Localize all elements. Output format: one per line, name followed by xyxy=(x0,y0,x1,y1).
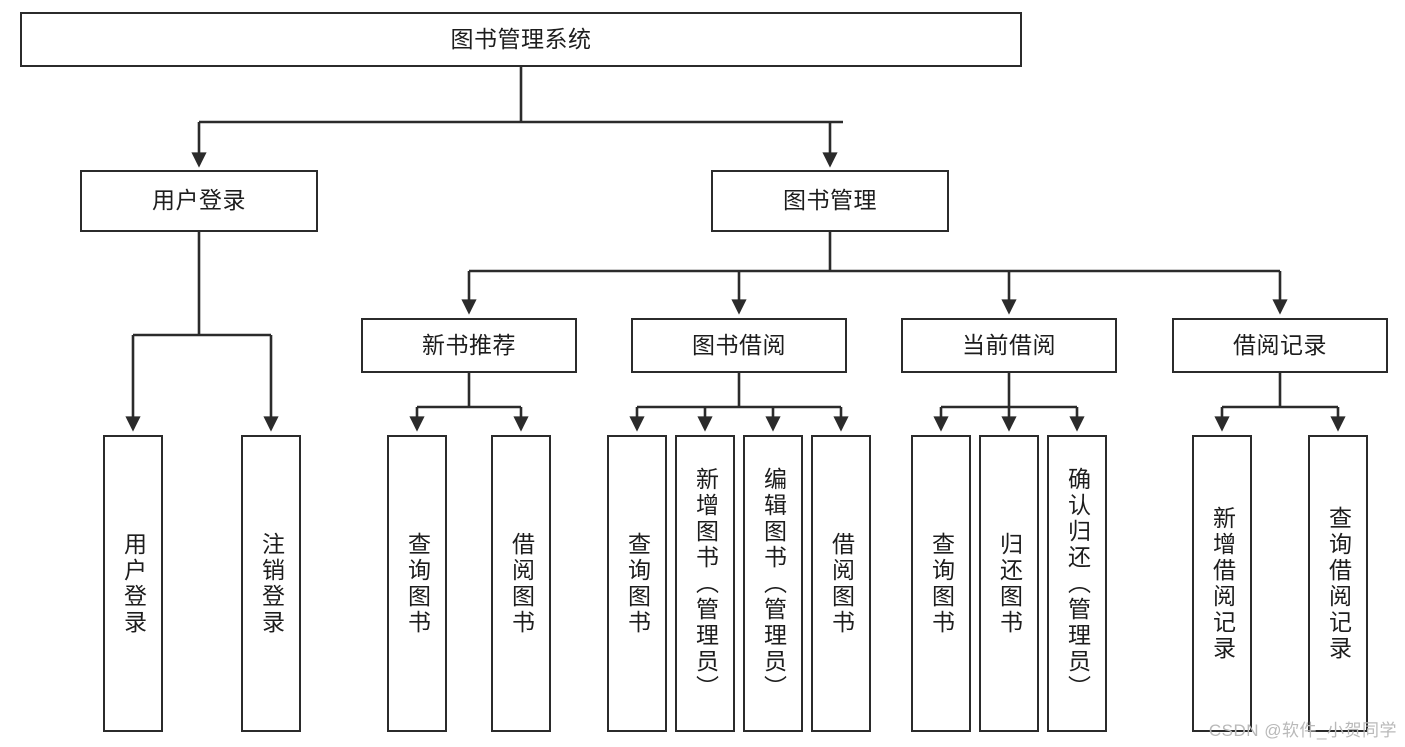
node-label: 当前借阅 xyxy=(962,331,1056,358)
node-label: 归还图书 xyxy=(996,531,1023,636)
node-label: 用户登录 xyxy=(120,531,147,636)
leaf-add-record[interactable]: 新增借阅记录 xyxy=(1192,435,1252,732)
node-book-management[interactable]: 图书管理 xyxy=(711,170,949,232)
leaf-query-book-2[interactable]: 查询图书 xyxy=(607,435,667,732)
node-label: 图书管理系统 xyxy=(450,25,592,52)
node-label: 新书推荐 xyxy=(422,331,516,358)
node-label: 新增图书（管理员） xyxy=(692,466,719,701)
node-label: 确认归还（管理员） xyxy=(1064,466,1091,701)
node-label: 查询图书 xyxy=(404,531,431,636)
node-current-borrow[interactable]: 当前借阅 xyxy=(901,318,1117,373)
node-label: 借阅图书 xyxy=(828,531,855,636)
node-label: 图书管理 xyxy=(783,187,877,214)
node-label: 查询借阅记录 xyxy=(1325,505,1352,662)
leaf-user-login[interactable]: 用户登录 xyxy=(103,435,163,732)
node-new-book-recommend[interactable]: 新书推荐 xyxy=(361,318,577,373)
leaf-query-book-3[interactable]: 查询图书 xyxy=(911,435,971,732)
node-label: 查询图书 xyxy=(928,531,955,636)
node-label: 查询图书 xyxy=(624,531,651,636)
leaf-query-record[interactable]: 查询借阅记录 xyxy=(1308,435,1368,732)
leaf-return-book[interactable]: 归还图书 xyxy=(979,435,1039,732)
leaf-confirm-return[interactable]: 确认归还（管理员） xyxy=(1047,435,1107,732)
node-label: 借阅图书 xyxy=(508,531,535,636)
node-label: 借阅记录 xyxy=(1233,331,1327,358)
leaf-add-book[interactable]: 新增图书（管理员） xyxy=(675,435,735,732)
node-book-management-system[interactable]: 图书管理系统 xyxy=(20,12,1022,67)
node-label: 编辑图书（管理员） xyxy=(760,466,787,701)
node-borrow-record[interactable]: 借阅记录 xyxy=(1172,318,1388,373)
leaf-borrow-book-2[interactable]: 借阅图书 xyxy=(811,435,871,732)
leaf-borrow-book-1[interactable]: 借阅图书 xyxy=(491,435,551,732)
node-label: 新增借阅记录 xyxy=(1209,505,1236,662)
node-label: 图书借阅 xyxy=(692,331,786,358)
csdn-watermark: CSDN @软件_小贺同学 xyxy=(1208,721,1397,740)
node-user-login[interactable]: 用户登录 xyxy=(80,170,318,232)
leaf-edit-book[interactable]: 编辑图书（管理员） xyxy=(743,435,803,732)
node-label: 注销登录 xyxy=(258,531,285,636)
node-label: 用户登录 xyxy=(152,187,246,214)
leaf-query-book-1[interactable]: 查询图书 xyxy=(387,435,447,732)
leaf-logout-login[interactable]: 注销登录 xyxy=(241,435,301,732)
node-book-borrow[interactable]: 图书借阅 xyxy=(631,318,847,373)
